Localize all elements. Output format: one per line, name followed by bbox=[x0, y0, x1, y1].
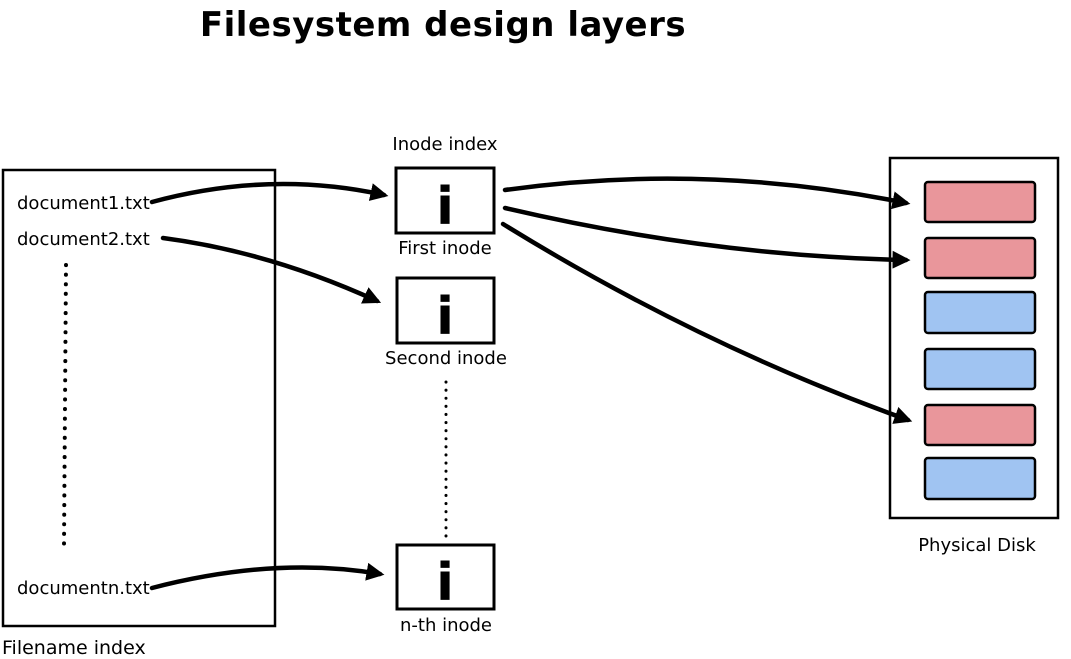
first-inode-group: i First inode bbox=[394, 166, 496, 259]
inode-index-group: Inode index i First inode i Second inode… bbox=[385, 134, 507, 636]
nth-inode-box bbox=[395, 543, 496, 611]
physical-disk-group: Physical Disk bbox=[888, 156, 1060, 556]
disk-block-4 bbox=[923, 347, 1037, 391]
filename-index-label: Filename index bbox=[2, 637, 146, 659]
filename-ellipsis-dots bbox=[62, 263, 68, 547]
second-inode-box bbox=[395, 276, 496, 345]
disk-block-5 bbox=[923, 403, 1037, 447]
diagram-title: Filesystem design layers bbox=[200, 5, 686, 45]
arrow-document2-to-second-inode bbox=[160, 235, 382, 304]
second-inode-group: i Second inode bbox=[385, 276, 507, 369]
first-inode-box bbox=[394, 166, 496, 235]
disk-block-3 bbox=[923, 290, 1037, 335]
second-inode-label: Second inode bbox=[385, 348, 507, 369]
filename-index-group: document1.txt document2.txt documentn.tx… bbox=[1, 168, 277, 659]
filename-entry-document1: document1.txt bbox=[17, 193, 150, 214]
physical-disk-label: Physical Disk bbox=[918, 535, 1036, 556]
arrow-first-inode-to-block-5 bbox=[500, 221, 913, 424]
arrow-documentn-to-nth-inode bbox=[149, 562, 385, 591]
nth-inode-group: i n-th inode bbox=[395, 543, 496, 636]
arrow-first-inode-to-block-2 bbox=[502, 205, 911, 269]
filename-entry-documentn: documentn.txt bbox=[17, 578, 150, 599]
disk-block-1 bbox=[923, 180, 1037, 224]
nth-inode-label: n-th inode bbox=[400, 615, 492, 636]
filename-entry-document2: document2.txt bbox=[17, 229, 150, 250]
nth-inode-glyph: i bbox=[436, 553, 454, 613]
disk-block-2 bbox=[923, 236, 1037, 280]
inode-index-label: Inode index bbox=[392, 134, 498, 155]
arrow-first-inode-to-block-1 bbox=[502, 176, 911, 210]
disk-block-6 bbox=[923, 456, 1037, 501]
first-inode-label: First inode bbox=[398, 238, 492, 259]
arrow-document1-to-first-inode bbox=[149, 181, 389, 205]
first-inode-glyph: i bbox=[436, 177, 454, 237]
filename-index-box bbox=[1, 168, 277, 628]
second-inode-glyph: i bbox=[436, 287, 454, 347]
